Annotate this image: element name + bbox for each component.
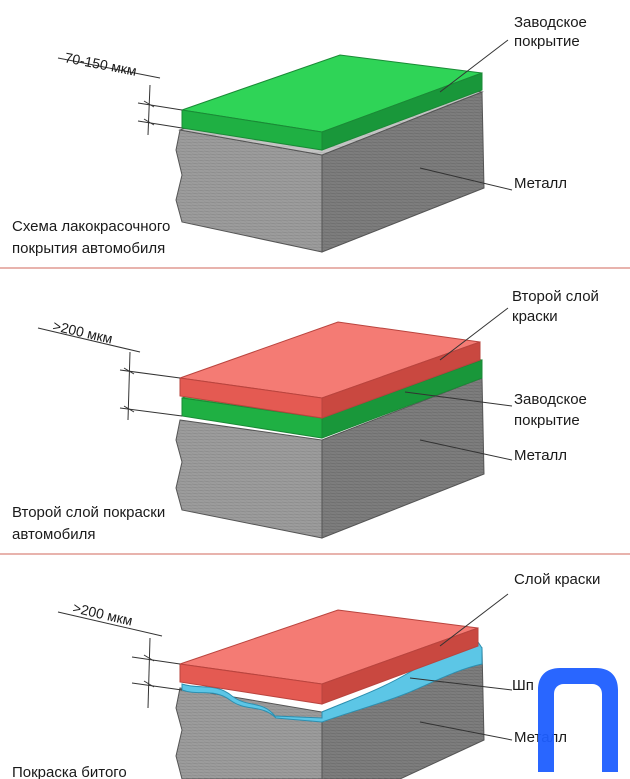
leader-line	[439, 307, 509, 361]
label-factory-coat: Заводское покрытие	[514, 14, 591, 50]
label-factory-coat: Заводское покрытие	[514, 391, 591, 429]
p-logo-icon	[538, 668, 618, 772]
caption: Покраска битого	[12, 764, 127, 779]
label-paint-layer: Слой краски	[514, 571, 600, 588]
panel-1: 70-150 мкм Заводское покрытие Металл Схе…	[12, 14, 591, 257]
leader-line	[439, 39, 509, 93]
caption: Второй слой покраски автомобиля	[12, 504, 169, 543]
leader-line	[419, 439, 513, 461]
measure-label: 70-150 мкм	[63, 49, 138, 79]
metal-block	[175, 647, 485, 779]
measure-label: >200 мкм	[51, 317, 114, 346]
thickness-dimension: >200 мкм	[57, 599, 183, 709]
label-metal: Металл	[514, 175, 567, 192]
leader-line	[439, 593, 509, 647]
label-putty: Шп	[512, 677, 534, 694]
leader-line	[419, 167, 513, 191]
measure-label: >200 мкм	[71, 599, 134, 628]
metal-block	[175, 377, 485, 539]
putty-layer	[181, 641, 483, 723]
panel-2: >200 мкм Второй слой краски Заводское по…	[12, 288, 603, 543]
paint-layer	[179, 609, 479, 705]
leader-line	[404, 391, 513, 407]
label-second-paint-layer: Второй слой краски	[512, 288, 603, 325]
leader-line	[419, 721, 513, 741]
leader-line	[409, 677, 513, 691]
thickness-dimension: >200 мкм	[37, 317, 183, 421]
label-metal: Металл	[514, 447, 567, 464]
paint-layer	[179, 321, 481, 419]
caption: Схема лакокрасочного покрытия автомобиля	[12, 218, 175, 257]
factory-coat-layer	[181, 54, 483, 151]
thickness-dimension: 70-150 мкм	[57, 49, 183, 136]
panel-3: >200 мкм Слой краски Шп Металл Покраска …	[12, 571, 600, 779]
